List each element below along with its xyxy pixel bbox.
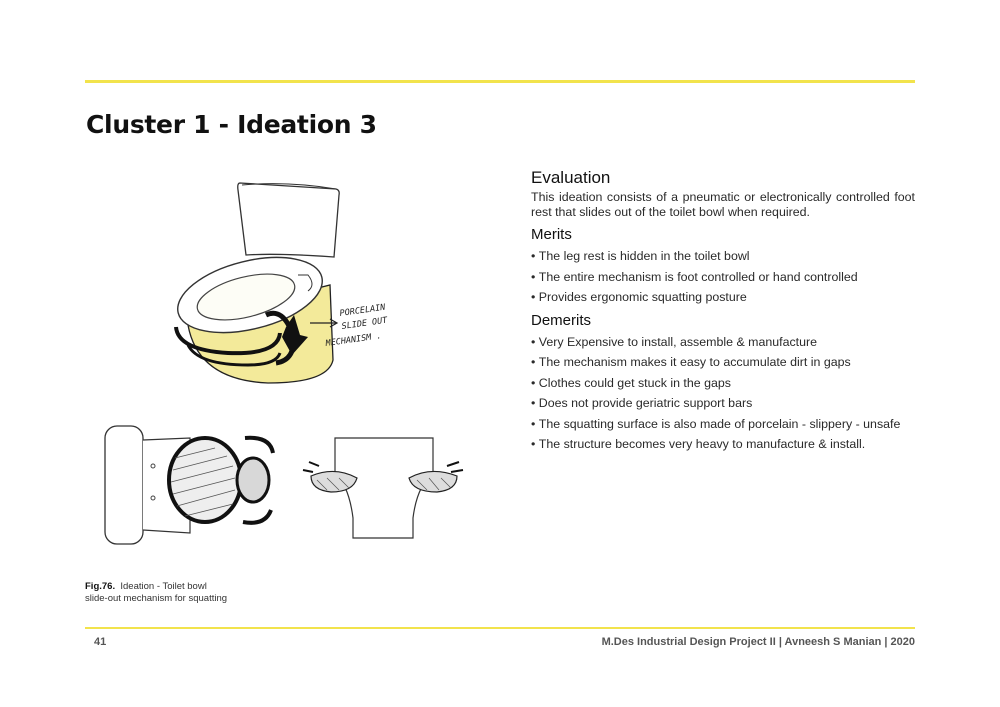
top-accent-rule xyxy=(85,80,915,83)
footer-credit: M.Des Industrial Design Project II | Avn… xyxy=(601,636,915,648)
list-item: Clothes could get stuck in the gaps xyxy=(531,373,915,394)
evaluation-text: This ideation consists of a pneumatic or… xyxy=(531,190,915,219)
annotation-line-2: SLIDE OUT xyxy=(341,316,389,332)
list-item: Very Expensive to install, assemble & ma… xyxy=(531,332,915,353)
toilet-perspective-sketch: PORCELAIN SLIDE OUT MECHANISM . xyxy=(174,182,389,384)
page-number: 41 xyxy=(94,636,107,648)
annotation-line-3: MECHANISM . xyxy=(324,331,382,349)
merits-list: The leg rest is hidden in the toilet bow… xyxy=(531,246,915,308)
evaluation-panel: Evaluation This ideation consists of a p… xyxy=(531,166,915,457)
merits-heading: Merits xyxy=(531,226,572,243)
caption-line-2: slide-out mechanism for squatting xyxy=(85,593,228,604)
list-item: The squatting surface is also made of po… xyxy=(531,414,915,435)
list-item: The leg rest is hidden in the toilet bow… xyxy=(531,246,915,267)
caption-label: Fig.76. xyxy=(85,581,116,592)
list-item: The mechanism makes it easy to accumulat… xyxy=(531,352,915,373)
evaluation-heading: Evaluation xyxy=(531,168,611,187)
list-item: Provides ergonomic squatting posture xyxy=(531,287,915,308)
page-title: Cluster 1 - Ideation 3 xyxy=(86,110,377,139)
demerits-heading: Demerits xyxy=(531,311,592,329)
figure-caption: Fig.76. Ideation - Toilet bowl slide-out… xyxy=(85,581,227,605)
list-item: The structure becomes very heavy to manu… xyxy=(531,434,915,455)
demerits-list: Very Expensive to install, assemble & ma… xyxy=(531,332,915,455)
bottom-accent-rule xyxy=(85,627,915,629)
list-item: The entire mechanism is foot controlled … xyxy=(531,267,915,288)
list-item: Does not provide geriatric support bars xyxy=(531,393,915,414)
toilet-plan-and-front-sketch xyxy=(104,425,464,545)
caption-text: Ideation - Toilet bowl xyxy=(120,581,207,592)
